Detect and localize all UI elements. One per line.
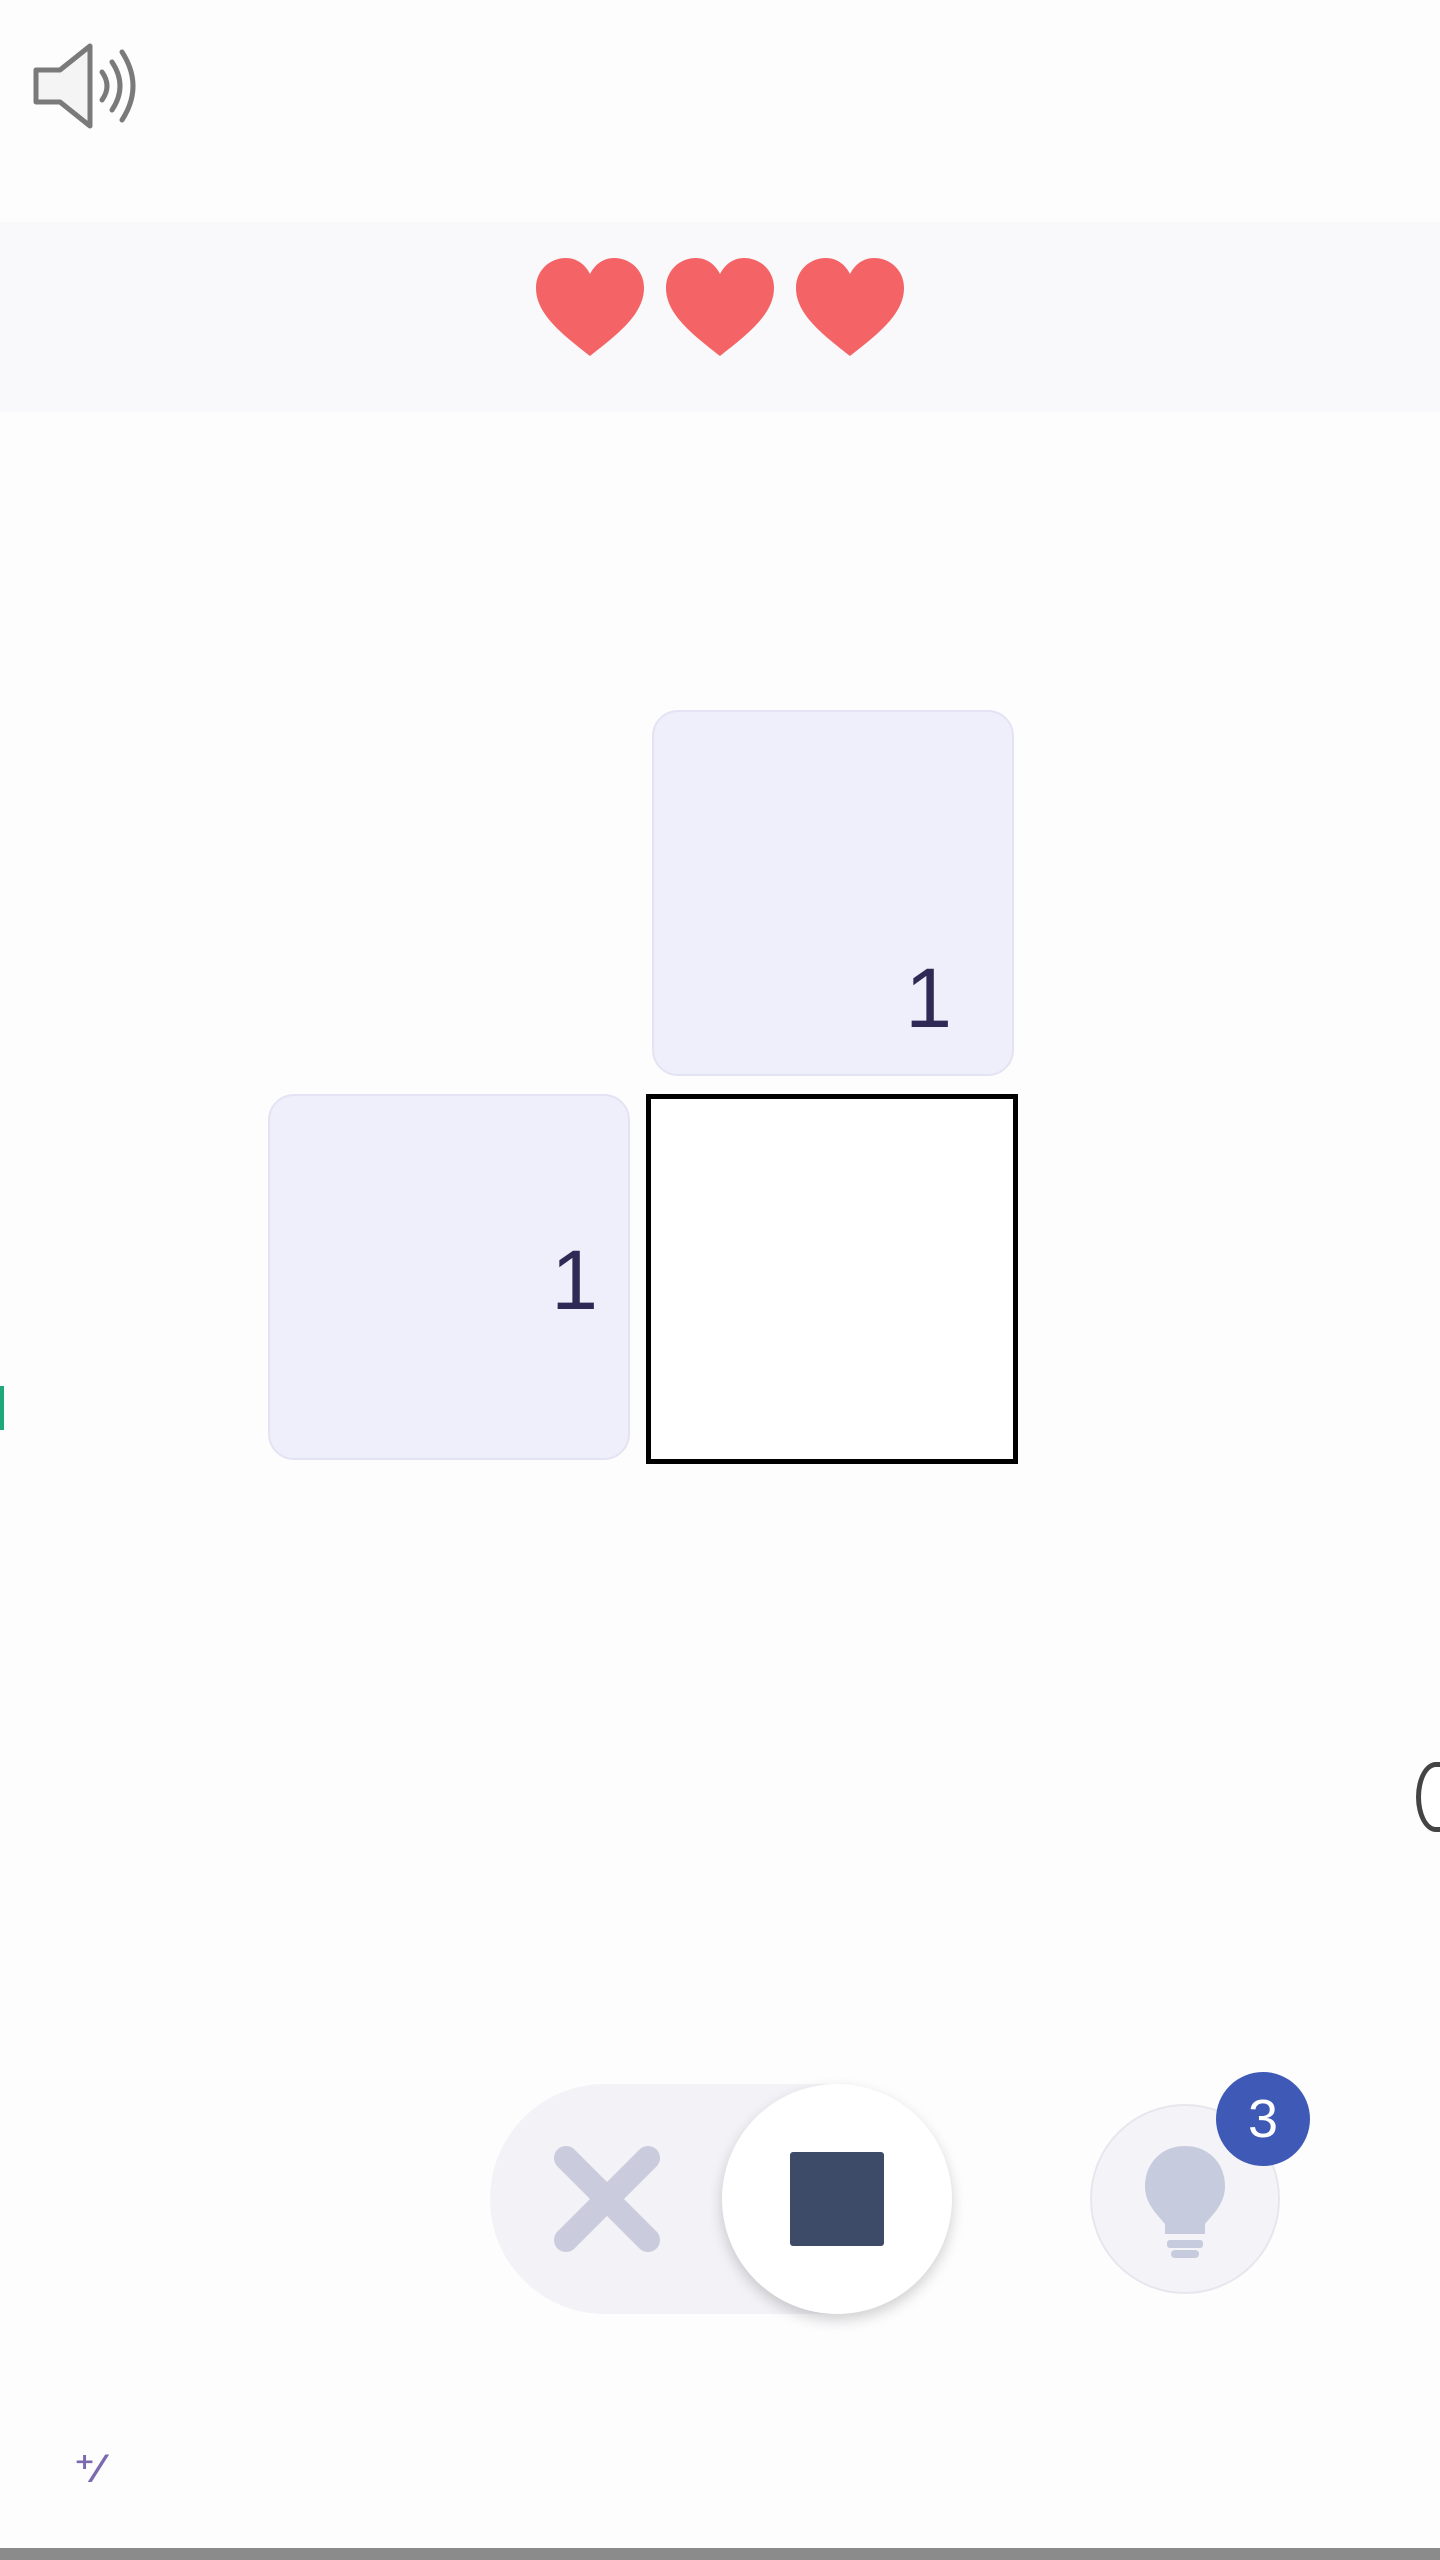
lightbulb-icon — [1145, 2146, 1225, 2258]
column-clue-cell: 1 — [652, 710, 1014, 1076]
edge-accent — [0, 1386, 4, 1430]
speaker-on-icon — [33, 43, 136, 129]
heart-icon — [536, 258, 644, 356]
hint-count-badge: 3 — [1216, 2072, 1310, 2166]
hint-button[interactable] — [1090, 2104, 1280, 2294]
fill-mode-button[interactable] — [722, 2084, 952, 2314]
bottom-bar — [0, 2548, 1440, 2560]
cross-mode-button[interactable] — [548, 2144, 666, 2254]
watermark-logo: ⁺∕ — [74, 2447, 102, 2491]
edge-floating-icon[interactable] — [1416, 1762, 1440, 1832]
row-clue-number: 1 — [551, 1233, 598, 1327]
sound-toggle-button[interactable] — [30, 38, 142, 134]
puzzle-grid-cell[interactable] — [646, 1094, 1018, 1464]
x-mark-icon — [554, 2146, 660, 2252]
heart-icon — [796, 258, 904, 356]
heart-icon — [666, 258, 774, 356]
column-clue-number: 1 — [905, 951, 952, 1045]
filled-square-icon — [790, 2152, 884, 2246]
row-clue-cell: 1 — [268, 1094, 630, 1460]
